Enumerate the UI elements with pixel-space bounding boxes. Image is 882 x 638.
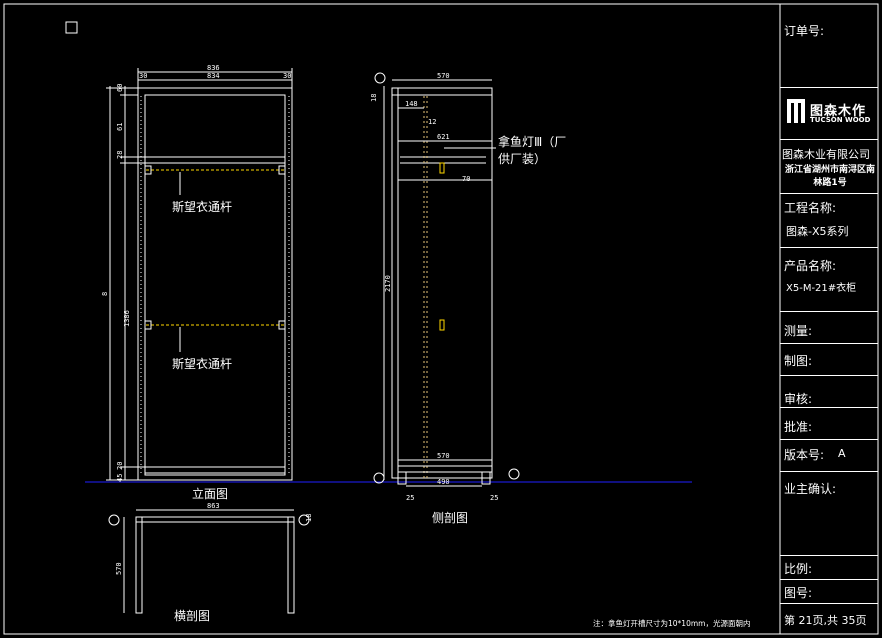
version-value: A bbox=[838, 447, 846, 460]
front-lower-rod-bracket-right bbox=[278, 320, 286, 330]
side-detail-callout-bottom-left bbox=[373, 472, 385, 484]
side-dim-70: 70 bbox=[462, 175, 470, 183]
logo-sub-text: TUCSON WOOD bbox=[810, 116, 871, 124]
front-upper-rod-bracket-left bbox=[144, 165, 152, 175]
side-foot-left-dim: 25 bbox=[406, 494, 414, 502]
order-no-cell: 订单号: bbox=[780, 4, 878, 88]
side-dim-12: 12 bbox=[428, 118, 436, 126]
drawing-no-label: 图号: bbox=[784, 586, 813, 600]
side-top-width: 570 bbox=[437, 72, 450, 80]
side-rod-fitting bbox=[439, 162, 445, 174]
plan-callout-right bbox=[298, 514, 310, 526]
address-cell bbox=[780, 140, 878, 194]
front-width-inner: 834 bbox=[207, 72, 220, 80]
side-dim-18: 18 bbox=[370, 94, 378, 102]
side-detail-callout-bottom-right bbox=[508, 468, 520, 480]
review-cell: 审核: bbox=[780, 376, 878, 408]
drawing-frame bbox=[3, 3, 879, 635]
front-bottom-plinth bbox=[144, 466, 286, 474]
logo-mark-icon bbox=[787, 99, 805, 123]
company-address: 浙江省湖州市南浔区南林路1号 bbox=[784, 165, 875, 188]
logo-main-text: 图森木作 bbox=[810, 104, 867, 119]
plan-left-panel bbox=[135, 516, 143, 614]
front-middle-dim: 1386 bbox=[123, 310, 131, 327]
front-lower-rod-bracket-left bbox=[144, 320, 152, 330]
side-back-panel bbox=[391, 87, 399, 479]
front-elevation-view: 斯望衣通杆 斯望衣通杆 836 834 30 30 60 61 28 1386 … bbox=[101, 64, 293, 501]
front-top-dim-a: 60 bbox=[116, 84, 124, 92]
side-bottom-width: 570 bbox=[437, 452, 450, 460]
drawing-note: 注：拿鱼灯开槽尺寸为10*10mm，光源面朝内 bbox=[593, 618, 750, 628]
front-bottom-dim-a: 20 bbox=[116, 462, 124, 470]
side-foot-right-dim: 25 bbox=[490, 494, 498, 502]
side-height-dim: 2170 bbox=[384, 275, 392, 292]
company-name: 图森木业有限公司 bbox=[782, 148, 870, 161]
front-upper-shelf bbox=[144, 156, 286, 164]
light-label-line2: 供厂装） bbox=[498, 152, 546, 166]
approve-label: 批准: bbox=[784, 420, 813, 434]
view-marker-square bbox=[65, 21, 78, 34]
scale-cell: 比例: bbox=[780, 556, 878, 580]
page-cell: 第 21页,共 35页 bbox=[780, 604, 878, 634]
rod-label-lower: 斯望衣通杆 bbox=[172, 356, 232, 371]
order-no-label: 订单号: bbox=[784, 24, 825, 38]
product-label: 产品名称: bbox=[784, 259, 837, 273]
product-value: X5-M-21#衣柜 bbox=[786, 283, 857, 294]
plan-depth: 570 bbox=[115, 562, 123, 575]
front-width-outer: 836 bbox=[207, 64, 220, 72]
front-left-inset: 30 bbox=[139, 72, 147, 80]
plan-view-title: 横剖图 bbox=[174, 609, 210, 623]
front-height-total: 8 bbox=[101, 292, 109, 296]
logo-cell-divider bbox=[780, 88, 878, 140]
plan-callout-left bbox=[108, 514, 120, 526]
product-cell: 产品名称: X5-M-21#衣柜 bbox=[780, 248, 878, 312]
draw-cell: 制图: bbox=[780, 344, 878, 376]
plan-section-view: 863 570 18 横剖图 bbox=[108, 502, 313, 623]
owner-cell: 业主确认: bbox=[780, 472, 878, 556]
measure-cell: 测量: bbox=[780, 312, 878, 344]
front-top-dim-c: 28 bbox=[116, 151, 124, 159]
project-cell: 工程名称: 图森-X5系列 bbox=[780, 194, 878, 248]
page-number: 第 21页,共 35页 bbox=[784, 614, 867, 627]
measure-label: 测量: bbox=[784, 324, 813, 338]
approve-cell: 批准: bbox=[780, 408, 878, 440]
plan-right-panel bbox=[287, 516, 295, 614]
side-cabinet-outline bbox=[391, 87, 493, 479]
scale-label: 比例: bbox=[784, 562, 813, 576]
side-lower-rod-fitting bbox=[439, 319, 445, 331]
owner-label: 业主确认: bbox=[784, 482, 837, 496]
front-bottom-dim-b: 45 bbox=[116, 474, 124, 482]
front-upper-rod-bracket-right bbox=[278, 165, 286, 175]
side-section-view: 570 148 12 621 70 2170 18 570 490 25 25 … bbox=[370, 72, 566, 525]
project-label: 工程名称: bbox=[784, 201, 837, 215]
side-foot-right bbox=[481, 471, 491, 485]
version-label: 版本号: bbox=[784, 448, 825, 462]
side-view-title: 侧剖图 bbox=[432, 511, 468, 525]
side-dim-621: 621 bbox=[437, 133, 450, 141]
draw-label: 制图: bbox=[784, 354, 813, 368]
side-bottom-inner: 490 bbox=[437, 478, 450, 486]
light-label-line1: 拿鱼灯Ⅲ（厂 bbox=[498, 134, 566, 149]
rod-label-upper: 斯望衣通杆 bbox=[172, 199, 232, 214]
front-cabinet-outline bbox=[137, 87, 293, 481]
title-block: 订单号: 图森木作 TUCSON WOOD 图森木业有限公司 浙江省湖州市南浔区… bbox=[780, 4, 878, 634]
side-foot-left bbox=[397, 471, 407, 485]
front-right-inset: 30 bbox=[283, 72, 291, 80]
front-view-title: 立面图 bbox=[192, 486, 228, 501]
version-cell: 版本号: A bbox=[780, 440, 878, 472]
side-detail-callout-top bbox=[374, 72, 386, 84]
plan-width: 863 bbox=[207, 502, 220, 510]
drawing-no-cell: 图号: bbox=[780, 580, 878, 604]
company-logo: 图森木作 TUCSON WOOD bbox=[786, 96, 872, 128]
review-label: 审核: bbox=[784, 392, 813, 406]
project-value: 图森-X5系列 bbox=[786, 225, 849, 238]
front-cabinet-inner bbox=[144, 94, 286, 476]
side-dim-148: 148 bbox=[405, 100, 418, 108]
front-top-dim-b: 61 bbox=[116, 123, 124, 131]
